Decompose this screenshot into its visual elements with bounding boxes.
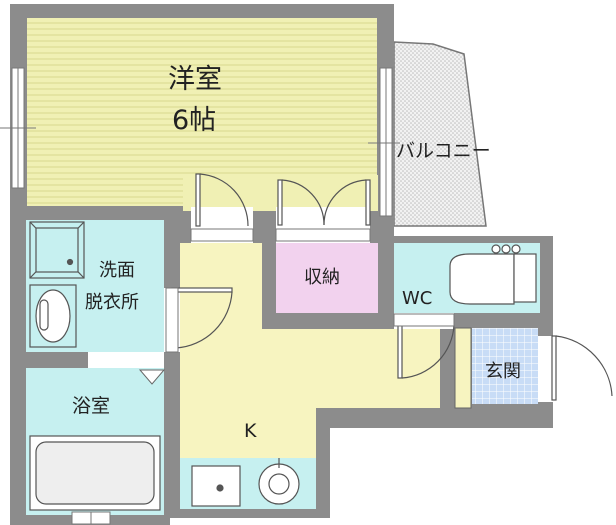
door-western-room <box>195 173 249 227</box>
entrance-step <box>454 327 472 409</box>
washroom-label-line2: 脱衣所 <box>85 292 139 313</box>
bath-door-strip <box>88 352 164 368</box>
window-west <box>0 67 36 189</box>
kitchen-label: K <box>244 420 257 442</box>
bathtub-icon <box>29 435 161 511</box>
western-room-name: 洋室 <box>168 64 222 95</box>
washroom-label-line1: 洗面 <box>99 260 135 281</box>
kitchen-floor <box>180 243 440 509</box>
toilet-icon <box>449 244 537 305</box>
wall-trims <box>165 228 455 353</box>
stove-icon <box>258 458 300 505</box>
door-storage <box>277 179 371 226</box>
window-balcony <box>368 67 400 217</box>
entrance-label: 玄関 <box>485 361 521 382</box>
door-gap-entrance <box>538 336 553 402</box>
entrance-floor <box>472 328 538 404</box>
western-room-size: 6帖 <box>172 105 216 136</box>
washbasin-icon <box>29 221 85 279</box>
bathroom-label: 浴室 <box>72 395 110 417</box>
sink-icon <box>191 465 241 507</box>
window-bath <box>71 511 111 525</box>
storage-floor <box>276 243 378 313</box>
bath-door-marker-icon <box>138 369 166 385</box>
washing-machine-icon <box>29 284 77 348</box>
balcony-label: バルコニー <box>396 140 491 162</box>
storage-label: 収納 <box>304 267 340 288</box>
balcony: バルコニー <box>393 41 491 227</box>
door-entrance <box>551 335 613 401</box>
wc-label: WC <box>402 288 432 309</box>
